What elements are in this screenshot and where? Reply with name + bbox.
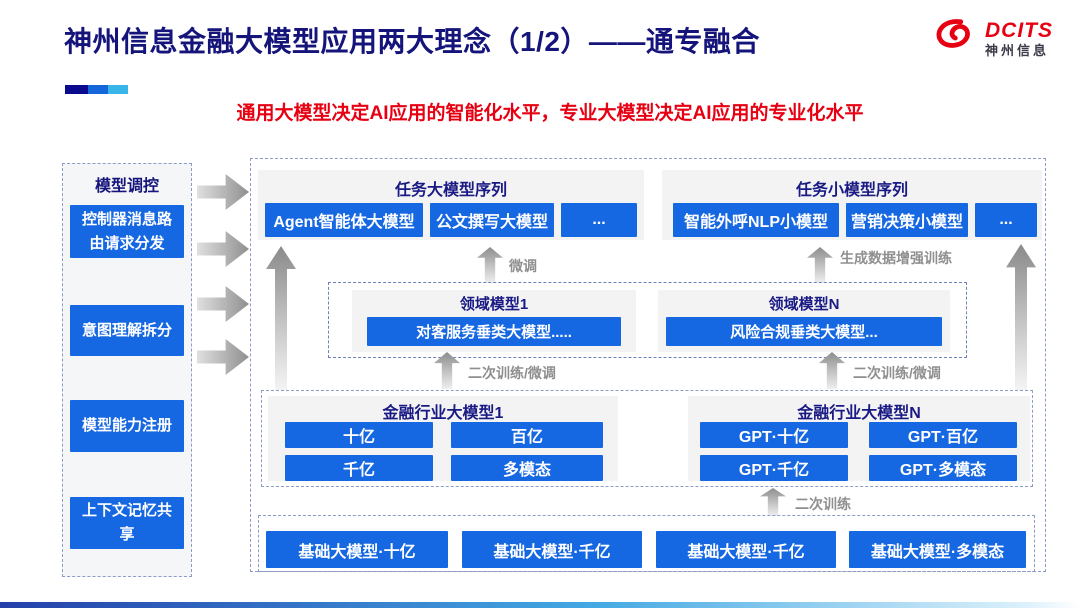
sidebar-title: 模型调控 [94, 178, 159, 195]
task-small-model-panel: 任务小模型序列 智能外呼NLP小模型 营销决策小模型 ... [662, 170, 1042, 240]
accent-bar-segment [65, 85, 88, 94]
generated-data-training-label: 生成数据增强训练 [840, 250, 952, 266]
model-box-document-writing: 公文撰写大模型 [430, 203, 554, 237]
dcits-logo: DCITS 神州信息 [933, 16, 1053, 61]
base-models-container: 基础大模型·十亿 基础大模型·千亿 基础大模型·千亿 基础大模型·多模态 [258, 515, 1035, 572]
sidebar-item-registry: 模型能力注册 [70, 400, 184, 452]
panel-title: 任务大模型序列 [394, 182, 507, 199]
sidebar-item-context: 上下文记忆共享 [70, 497, 184, 549]
model-box-10b: 百亿 [451, 422, 603, 448]
finetune-label: 微调 [509, 258, 537, 274]
industry-model-n-panel: 金融行业大模型N GPT·十亿 GPT·百亿 GPT·千亿 GPT·多模态 [688, 396, 1030, 481]
base-model-1b: 基础大模型·十亿 [266, 531, 448, 568]
model-box-customer-service: 对客服务垂类大模型..... [367, 317, 621, 346]
accent-bar-segment [108, 85, 128, 94]
model-box-risk-compliance: 风险合规垂类大模型... [666, 317, 942, 346]
domain-models-container [328, 282, 967, 358]
domain-model-n-panel: 领域模型N 风险合规垂类大模型... [658, 290, 950, 352]
footer-accent-bar [0, 602, 1080, 608]
model-box-outbound-nlp: 智能外呼NLP小模型 [673, 203, 839, 237]
base-model-100b-2: 基础大模型·千亿 [656, 531, 836, 568]
logo-brand-text: DCITS [985, 18, 1053, 42]
sidebar-item-intent: 意图理解拆分 [70, 305, 184, 356]
base-model-multimodal: 基础大模型·多模态 [849, 531, 1026, 568]
panel-title: 金融行业大模型1 [382, 405, 504, 422]
logo-brand-cn-text: 神州信息 [985, 42, 1050, 58]
model-box-gpt-10b: GPT·百亿 [869, 422, 1017, 448]
sidebar-item-router: 控制器消息路由请求分发 [70, 205, 184, 258]
retrain-label: 二次训练 [795, 496, 851, 512]
task-large-model-panel: 任务大模型序列 Agent智能体大模型 公文撰写大模型 ... [258, 170, 644, 240]
industry-models-container [261, 390, 1033, 487]
model-box-marketing-decision: 营销决策小模型 [846, 203, 968, 237]
model-box-gpt-100b: GPT·千亿 [700, 455, 848, 481]
panel-title: 领域模型1 [459, 296, 529, 313]
model-box-multimodal: 多模态 [451, 455, 603, 481]
slide-subtitle: 通用大模型决定AI应用的智能化水平，专业大模型决定AI应用的专业化水平 [236, 103, 864, 124]
industry-model-1-panel: 金融行业大模型1 十亿 百亿 千亿 多模态 [268, 396, 618, 481]
right-arrow-icon [197, 286, 249, 322]
right-arrow-icon [197, 231, 249, 267]
dcits-swirl-icon [933, 16, 979, 61]
model-box-gpt-multimodal: GPT·多模态 [869, 455, 1017, 481]
retrain-finetune-label: 二次训练/微调 [853, 365, 941, 381]
right-arrow-icon [197, 339, 249, 375]
model-box-agent: Agent智能体大模型 [265, 203, 423, 237]
base-model-100b: 基础大模型·千亿 [462, 531, 642, 568]
panel-title: 领域模型N [768, 296, 840, 313]
page-title: 神州信息金融大模型应用两大理念（1/2）——通专融合 [64, 26, 760, 57]
domain-model-1-panel: 领域模型1 对客服务垂类大模型..... [352, 290, 636, 352]
model-box-ellipsis: ... [561, 203, 637, 237]
retrain-finetune-label: 二次训练/微调 [468, 365, 556, 381]
panel-title: 金融行业大模型N [797, 405, 921, 422]
right-arrow-icon [197, 174, 249, 210]
model-box-1b: 十亿 [285, 422, 433, 448]
model-box-gpt-1b: GPT·十亿 [700, 422, 848, 448]
title-accent-bar [65, 85, 128, 94]
model-box-100b: 千亿 [285, 455, 433, 481]
panel-title: 任务小模型序列 [795, 182, 908, 199]
model-control-sidebar: 模型调控 控制器消息路由请求分发 意图理解拆分 模型能力注册 上下文记忆共享 [62, 163, 192, 577]
accent-bar-segment [88, 85, 108, 94]
model-box-ellipsis: ... [975, 203, 1037, 237]
